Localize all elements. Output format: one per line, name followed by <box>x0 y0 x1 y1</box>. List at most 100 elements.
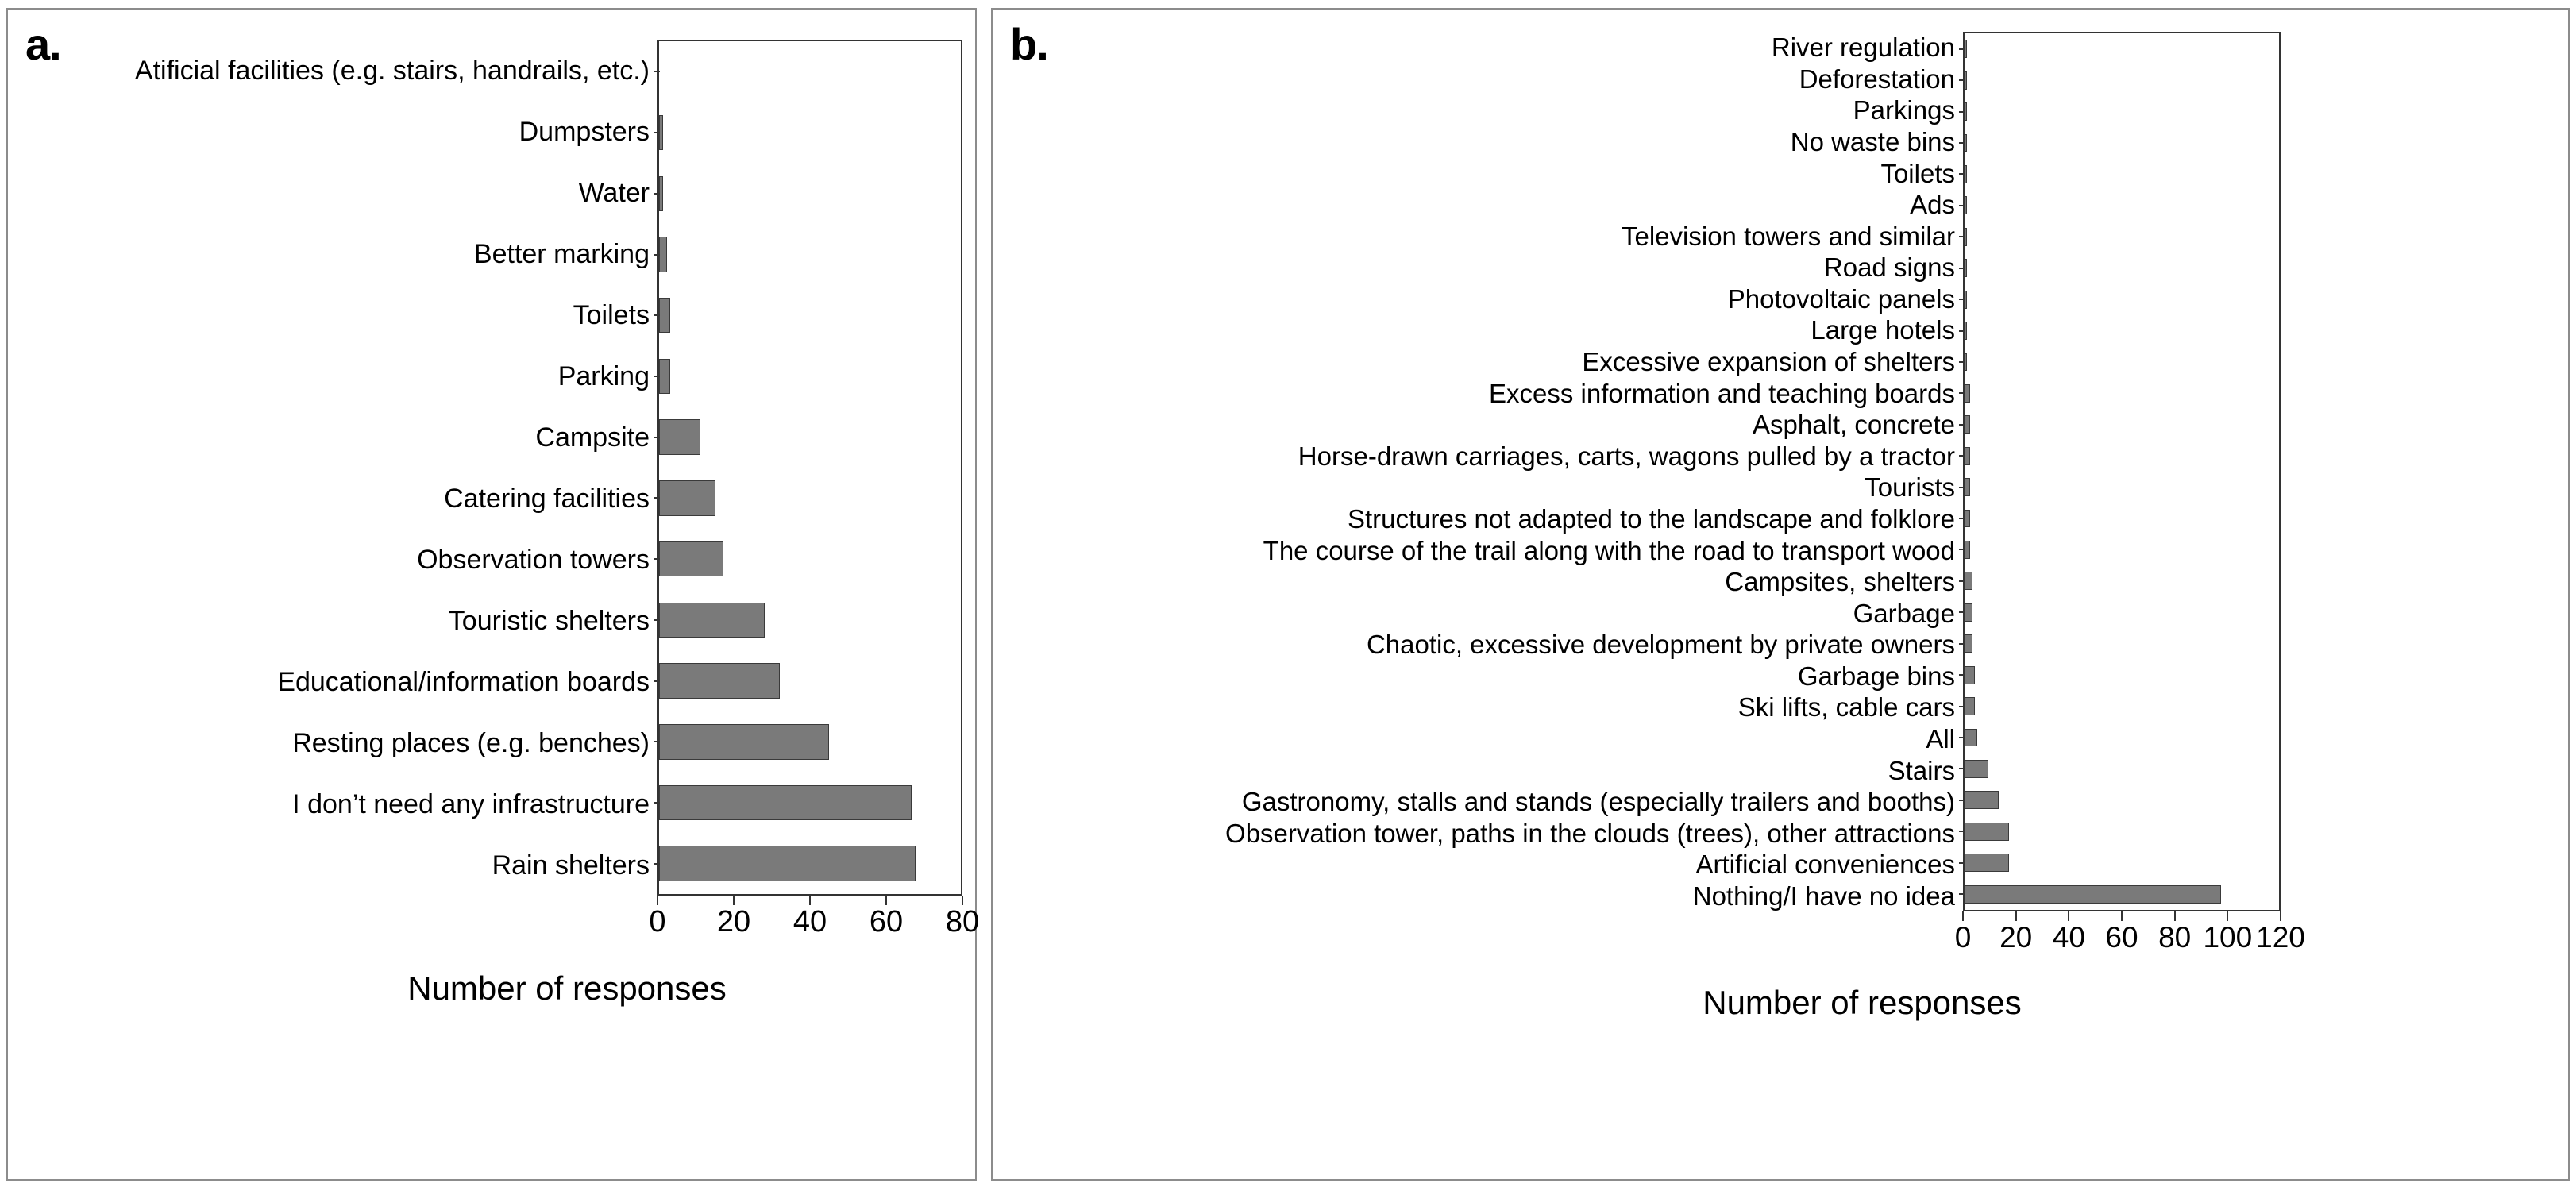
bar <box>1965 854 2010 873</box>
bar-slot <box>1959 847 2279 878</box>
y-tick-mark <box>654 436 660 438</box>
bar <box>1965 791 1999 810</box>
chart-a-axis-spacer <box>8 896 657 951</box>
bar-slot <box>1959 315 2279 346</box>
category-label: Observation tower, paths in the clouds (… <box>1225 818 1955 848</box>
bar-slot <box>1959 378 2279 409</box>
x-tick-label: 0 <box>1954 921 1972 954</box>
y-tick-mark <box>654 801 660 804</box>
category-label: Atificial facilities (e.g. stairs, handr… <box>134 55 650 86</box>
bar <box>1965 697 1976 715</box>
x-tick-mark <box>2015 911 2017 921</box>
bar-slot <box>1959 722 2279 753</box>
bar <box>1965 884 2222 904</box>
x-tick-label: 100 <box>2203 921 2253 954</box>
y-tick-mark <box>1959 141 1965 144</box>
chart-b-xaxis-ticks <box>1962 911 2281 923</box>
bar-slot <box>654 163 961 224</box>
bar-slot <box>654 224 961 285</box>
category-label: All <box>1926 724 1955 753</box>
bar-slot <box>1959 222 2279 252</box>
bar-slot <box>1959 753 2279 784</box>
bar-slot <box>1959 472 2279 503</box>
y-tick-mark <box>654 619 660 621</box>
x-tick-mark <box>2280 911 2281 921</box>
category-label: Horse-drawn carriages, carts, wagons pul… <box>1298 441 1955 471</box>
chart-a-plot-row: Atificial facilities (e.g. stairs, handr… <box>8 40 975 896</box>
bar-slot <box>654 346 961 407</box>
y-tick-mark <box>654 497 660 499</box>
y-tick-mark <box>1959 705 1965 707</box>
bar <box>659 419 701 455</box>
category-label: Deforestation <box>1799 64 1955 94</box>
y-tick-mark <box>654 741 660 743</box>
category-label: Television towers and similar <box>1622 221 1955 251</box>
category-label: Campsites, shelters <box>1725 567 1955 597</box>
bar-slot <box>1959 503 2279 534</box>
chart-a-plot-area <box>654 40 962 896</box>
y-tick-mark <box>1959 360 1965 363</box>
category-label: Water <box>578 177 650 208</box>
bar <box>1965 759 1988 778</box>
chart-a: Atificial facilities (e.g. stairs, handr… <box>8 40 979 1064</box>
bar <box>659 237 667 272</box>
bar-slot <box>1959 190 2279 221</box>
bar <box>659 784 912 821</box>
y-tick-mark <box>654 192 660 195</box>
bar <box>659 297 671 333</box>
y-tick-mark <box>1959 893 1965 896</box>
y-tick-mark <box>1959 423 1965 426</box>
y-tick-mark <box>1959 768 1965 770</box>
y-tick-mark <box>1959 861 1965 864</box>
category-label: Educational/information boards <box>277 666 650 697</box>
y-tick-mark <box>1959 392 1965 395</box>
bar-slot <box>1959 534 2279 565</box>
panel-b-letter: b. <box>1010 19 1049 69</box>
bar <box>659 358 671 395</box>
x-tick-label: 20 <box>1999 921 2033 954</box>
bar-slot <box>1959 659 2279 690</box>
bar <box>1965 572 1972 591</box>
y-tick-mark <box>1959 549 1965 551</box>
chart-b-axis-spacer <box>993 911 1963 967</box>
category-label: River regulation <box>1771 33 1955 63</box>
bar-slot <box>654 833 961 894</box>
category-label: Toilets <box>573 299 650 330</box>
bar <box>1965 634 1972 653</box>
bar-slot <box>1959 440 2279 471</box>
category-label: Rain shelters <box>492 850 650 881</box>
bar <box>659 602 765 638</box>
y-tick-mark <box>1959 518 1965 520</box>
bar-slot <box>1959 64 2279 95</box>
bar <box>659 663 780 699</box>
category-label: Better marking <box>473 238 650 269</box>
chart-a-xaxis-ticks <box>657 896 963 907</box>
bar-slot <box>654 589 961 650</box>
category-label: Chaotic, excessive development by privat… <box>1366 630 1955 660</box>
x-tick-mark <box>2173 911 2176 921</box>
bar-slot <box>1959 252 2279 283</box>
bar-slot <box>1959 346 2279 377</box>
bar-slot <box>1959 784 2279 815</box>
bar-slot <box>654 529 961 590</box>
chart-a-xaxis-title: Number of responses <box>407 969 727 1007</box>
bar-slot <box>1959 597 2279 628</box>
bar <box>1965 603 1972 622</box>
category-label: I don’t need any infrastructure <box>292 788 650 819</box>
bar-slot <box>654 407 961 468</box>
category-label: Touristic shelters <box>448 605 650 636</box>
bar-slot <box>1959 159 2279 190</box>
y-tick-mark <box>1959 486 1965 488</box>
y-tick-mark <box>654 375 660 377</box>
x-tick-label: 80 <box>2158 921 2192 954</box>
bar-slot <box>654 773 961 834</box>
bar-slot <box>1959 691 2279 722</box>
chart-b-plot-area <box>1959 32 2281 911</box>
category-label: Garbage <box>1853 598 1955 628</box>
